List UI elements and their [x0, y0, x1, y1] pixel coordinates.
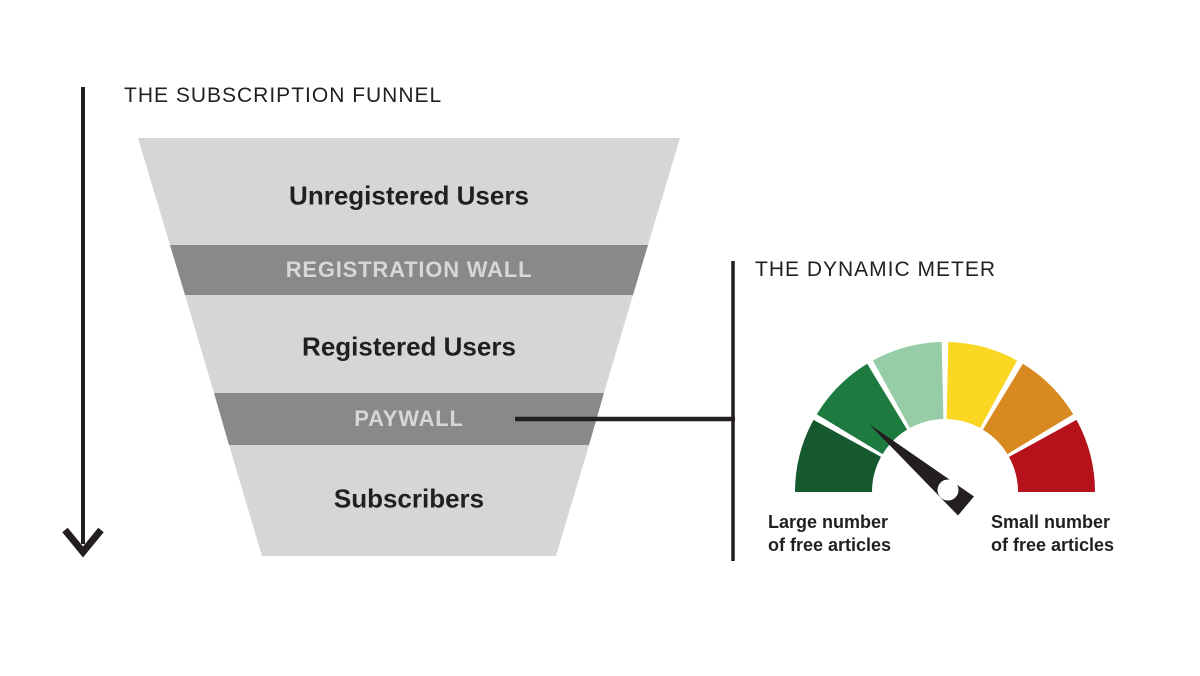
- gauge-segment-light-green: [872, 342, 944, 428]
- gauge-segment-red: [1009, 419, 1095, 492]
- funnel-label-paywall: PAYWALL: [354, 406, 464, 431]
- gauge-segment-yellow: [946, 342, 1018, 428]
- subscription-funnel: [138, 138, 680, 556]
- meter-caption-large-number: Large number of free articles: [768, 511, 891, 557]
- funnel-layer-subscribers: [229, 445, 589, 556]
- meter-caption-small-number: Small number of free articles: [991, 511, 1114, 557]
- gauge-needle-icon: [869, 424, 974, 516]
- meter-title: THE DYNAMIC METER: [755, 258, 997, 281]
- gauge-segment-orange: [982, 363, 1074, 455]
- meter-caption-small-line1: Small number: [991, 512, 1111, 532]
- down-arrow-head: [62, 527, 104, 558]
- gauge-segment-green: [816, 363, 908, 455]
- funnel-layer-registration-wall: [170, 245, 648, 295]
- funnel-title: THE SUBSCRIPTION FUNNEL: [124, 84, 443, 107]
- gauge-needle-pivot: [937, 479, 959, 501]
- funnel-label-registration-wall: REGISTRATION WALL: [285, 257, 533, 282]
- funnel-label-registered-users: Registered Users: [302, 331, 516, 362]
- gauge-segment-dark-green: [795, 419, 881, 492]
- funnel-label-unregistered-users: Unregistered Users: [289, 180, 529, 211]
- funnel-label-subscribers: Subscribers: [333, 483, 485, 514]
- funnel-layer-unregistered-users: [138, 138, 680, 245]
- meter-caption-large-line1: Large number: [768, 512, 889, 532]
- gauge-meter: [795, 342, 1095, 516]
- funnel-layer-paywall: [214, 393, 604, 445]
- meter-caption-small-line2: of free articles: [991, 535, 1115, 555]
- down-arrow-icon: [62, 87, 104, 558]
- funnel-layer-registered-users: [185, 295, 633, 393]
- meter-caption-large-line2: of free articles: [768, 535, 892, 555]
